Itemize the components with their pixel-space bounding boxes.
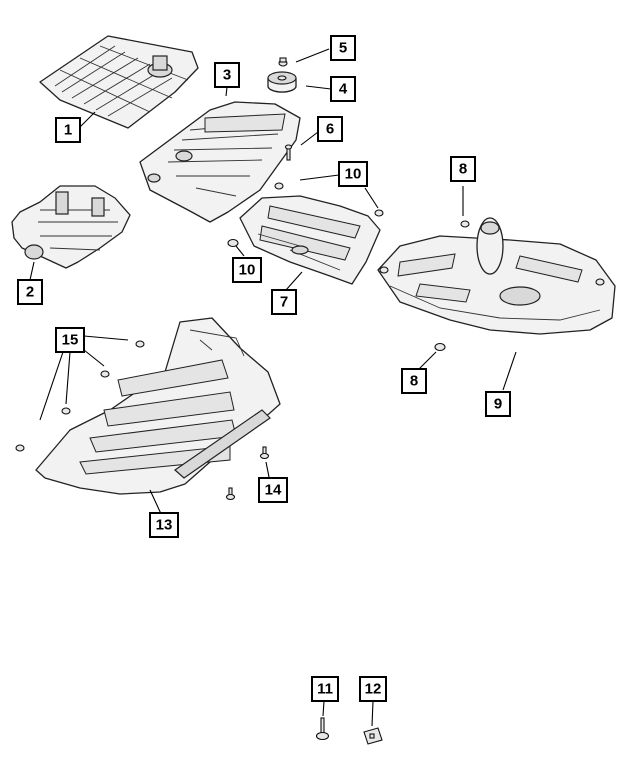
part-13-skid-plate <box>15 317 281 495</box>
callout-15: 15 <box>55 327 85 353</box>
callout-11: 11 <box>311 676 339 702</box>
callout-5-label: 5 <box>339 40 347 57</box>
leader-lines <box>29 48 517 727</box>
callout-9: 9 <box>485 391 511 417</box>
callout-12-label: 12 <box>365 681 382 698</box>
callout-2: 2 <box>17 279 43 305</box>
part-14-bolts <box>225 446 270 501</box>
part-11-bolt <box>315 717 330 741</box>
part-1-skid-plate <box>39 35 199 129</box>
callout-7-label: 7 <box>280 294 288 311</box>
part-6-bolt <box>284 144 293 161</box>
callout-15-label: 15 <box>62 332 79 349</box>
part-5-nut <box>278 57 288 67</box>
callout-8a: 8 <box>450 156 476 182</box>
part-3-skid-plate <box>139 101 301 223</box>
callout-8b-label: 8 <box>410 373 418 390</box>
callout-2-label: 2 <box>26 284 34 301</box>
callout-14: 14 <box>258 477 288 503</box>
callout-11-label: 11 <box>317 681 333 698</box>
callout-9-label: 9 <box>494 396 502 413</box>
callout-1: 1 <box>55 117 81 143</box>
callout-10b: 10 <box>232 257 262 283</box>
callout-10b-label: 10 <box>239 262 256 279</box>
callout-10a: 10 <box>338 161 368 187</box>
callout-6: 6 <box>317 116 343 142</box>
part-2-transfer-case-bracket <box>11 185 131 269</box>
part-4-isolator <box>267 71 297 93</box>
callout-10a-label: 10 <box>345 166 362 183</box>
callout-4: 4 <box>330 76 356 102</box>
callout-13-label: 13 <box>156 517 173 534</box>
callout-14-label: 14 <box>265 482 282 499</box>
callout-3-label: 3 <box>223 67 231 84</box>
callout-4-label: 4 <box>339 81 348 98</box>
part-7-skid-plate <box>239 195 381 285</box>
callout-1-label: 1 <box>64 122 72 139</box>
part-10-nuts <box>227 182 384 248</box>
callout-7: 7 <box>271 289 297 315</box>
callout-6-label: 6 <box>326 121 334 138</box>
callout-8a-label: 8 <box>459 161 467 178</box>
part-9-fuel-tank-skid-plate <box>377 217 616 335</box>
callout-3: 3 <box>214 62 240 88</box>
callout-13: 13 <box>149 512 179 538</box>
part-12-clip-nut <box>363 727 383 745</box>
part-8-nuts <box>434 220 470 352</box>
callout-12: 12 <box>359 676 387 702</box>
callout-8b: 8 <box>401 368 427 394</box>
callout-5: 5 <box>330 35 356 61</box>
